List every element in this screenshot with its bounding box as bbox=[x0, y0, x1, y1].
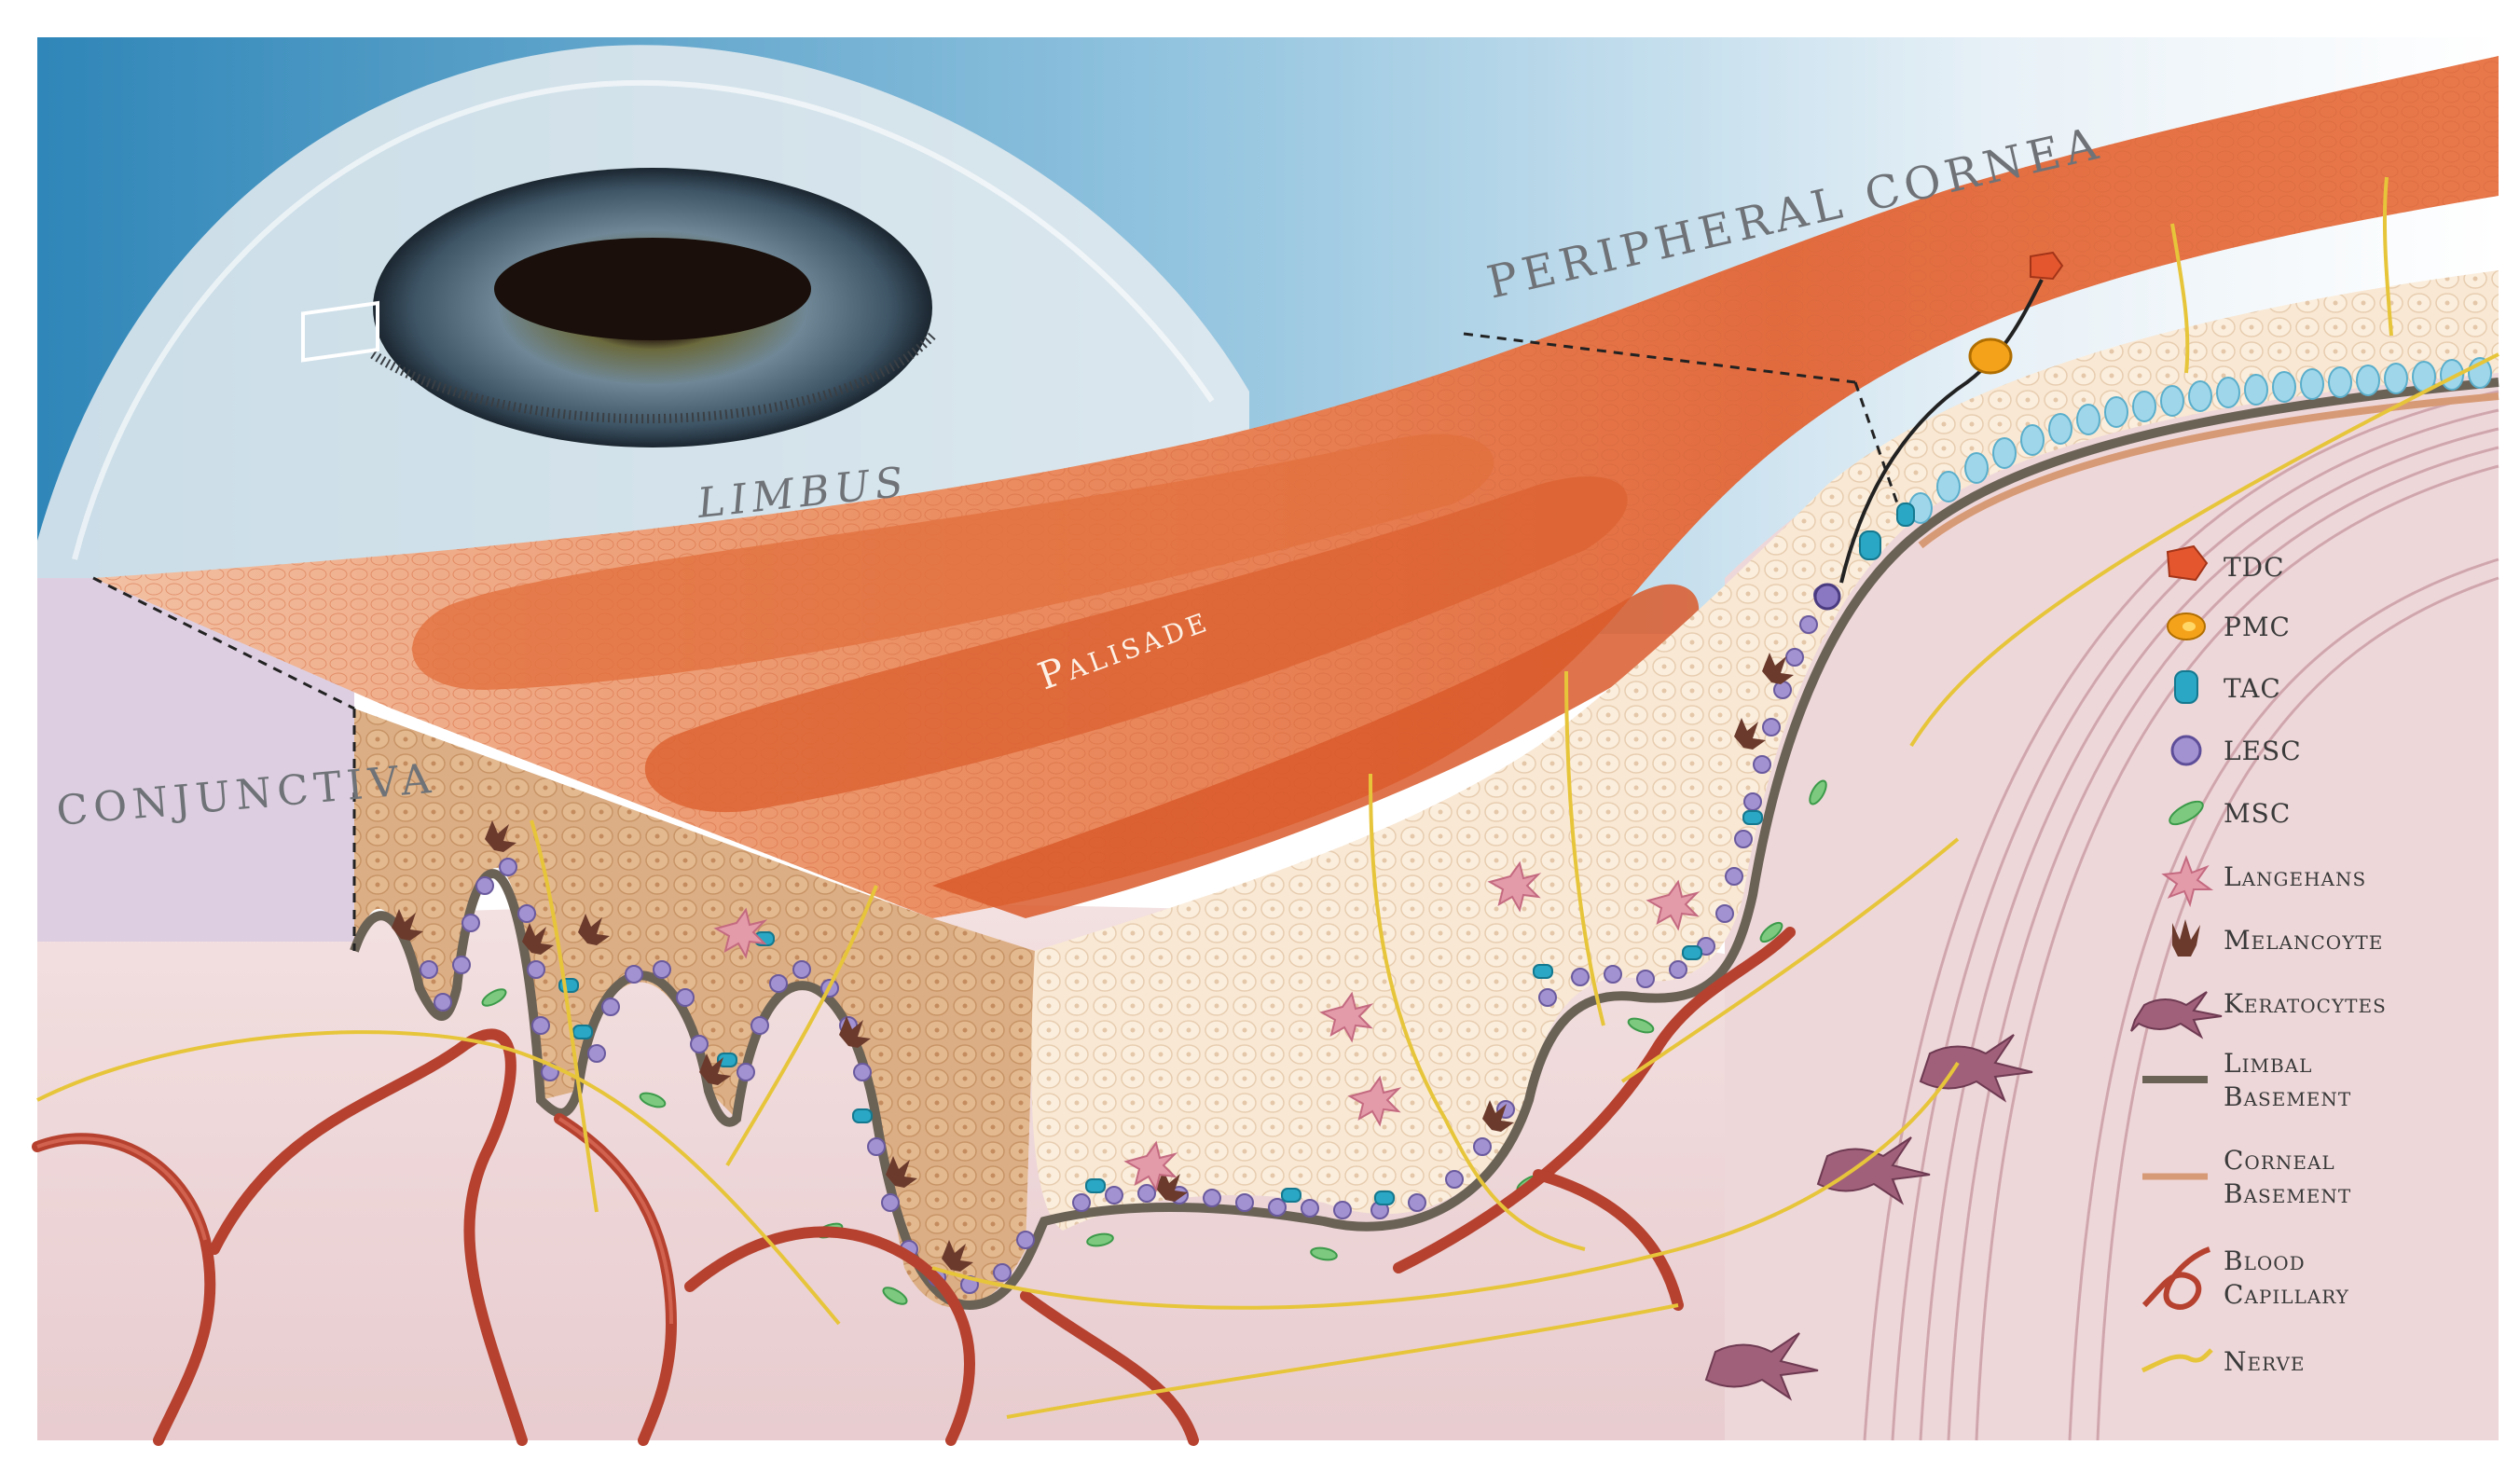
legend-label-keratocytes: Keratocytes bbox=[2224, 988, 2387, 1019]
corneal-basal-cells bbox=[1908, 357, 2492, 524]
conjunctival-epithelium bbox=[354, 709, 1035, 1308]
legend-item-pmc: PMC bbox=[2167, 612, 2291, 642]
legend-label-limbal-basement-1: Limbal bbox=[2224, 1048, 2312, 1079]
langerhans-cells bbox=[713, 860, 1701, 1192]
migration-path bbox=[1839, 251, 2064, 584]
legend-label-blood-capillary-2: Capillary bbox=[2224, 1279, 2349, 1310]
legend-label-corneal-basement-2: Basement bbox=[2224, 1178, 2351, 1209]
tac-cells bbox=[558, 502, 1915, 1205]
melanocyte-icon bbox=[2172, 919, 2200, 957]
pmc-cell bbox=[1968, 337, 2013, 375]
palisade-ridges bbox=[412, 434, 1700, 918]
msc-icon bbox=[2169, 800, 2204, 826]
tdc-icon bbox=[2166, 544, 2209, 582]
melanocytes bbox=[392, 653, 1794, 1272]
legend-label-nerve: Nerve bbox=[2224, 1346, 2306, 1377]
legend-item-lesc: LESC bbox=[2170, 735, 2302, 766]
legend-item-keratocytes: Keratocytes bbox=[2130, 988, 2387, 1039]
legend-label-melanocyte: Melancoyte bbox=[2224, 925, 2383, 956]
legend-item-limbal-basement: Limbal Basement bbox=[2142, 1048, 2351, 1112]
nerve-icon bbox=[2141, 1348, 2213, 1373]
legend-item-blood-capillary: Blood Capillary bbox=[2141, 1246, 2349, 1310]
keratocyte-icon bbox=[2130, 991, 2223, 1039]
legend: TDC PMC TAC LESC MSC Langehans Melancoyt… bbox=[2130, 544, 2387, 1377]
legend-item-langerhans: Langehans bbox=[2161, 855, 2366, 908]
lesc-icon bbox=[2170, 735, 2202, 766]
legend-label-tac: TAC bbox=[2224, 673, 2281, 704]
magnified-region-box bbox=[301, 300, 379, 363]
blood-capillary-icon bbox=[2141, 1246, 2211, 1310]
pupil bbox=[494, 238, 811, 340]
legend-label-msc: MSC bbox=[2224, 798, 2291, 829]
legend-label-langerhans: Langehans bbox=[2224, 861, 2366, 892]
msc-cells bbox=[481, 779, 1827, 1305]
corneal-basement-membrane bbox=[1918, 392, 2499, 549]
tac-icon bbox=[2174, 670, 2198, 704]
legend-item-tac: TAC bbox=[2174, 670, 2281, 704]
legend-item-melanocyte: Melancoyte bbox=[2172, 919, 2383, 957]
legend-item-msc: MSC bbox=[2169, 798, 2291, 829]
legend-label-blood-capillary-1: Blood bbox=[2224, 1246, 2306, 1276]
tdc-cell bbox=[2030, 251, 2064, 281]
legend-label-lesc: LESC bbox=[2224, 736, 2302, 766]
legend-item-tdc: TDC bbox=[2166, 544, 2285, 583]
keratocytes bbox=[1704, 1034, 2033, 1401]
eye-illustration bbox=[37, 45, 1249, 578]
guide-lines bbox=[92, 332, 1899, 951]
limbal-epithelium bbox=[1031, 270, 2499, 1231]
langerhans-icon bbox=[2161, 855, 2214, 908]
highlighted-lesc bbox=[1813, 583, 1841, 611]
nerves bbox=[36, 176, 2499, 1419]
legend-item-corneal-basement: Corneal Basement bbox=[2142, 1145, 2351, 1209]
legend-label-pmc: PMC bbox=[2224, 612, 2291, 642]
legend-label-tdc: TDC bbox=[2224, 552, 2285, 583]
legend-label-limbal-basement-2: Basement bbox=[2224, 1081, 2351, 1112]
legend-label-corneal-basement-1: Corneal bbox=[2224, 1145, 2335, 1176]
legend-item-nerve: Nerve bbox=[2141, 1346, 2306, 1377]
